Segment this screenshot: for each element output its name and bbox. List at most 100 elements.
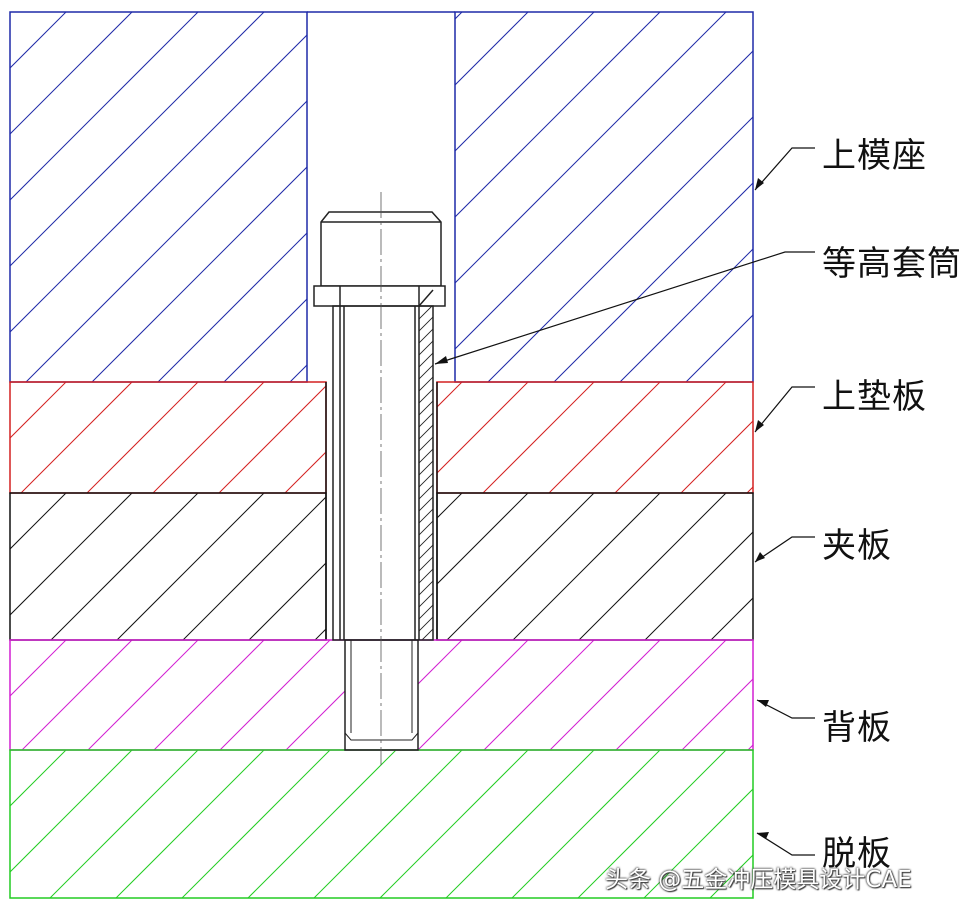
- hatch-line: [650, 306, 960, 640]
- hatch-line: [511, 750, 661, 898]
- hatch-line: [0, 306, 300, 640]
- hatch-line: [247, 750, 397, 898]
- hatch-line: [419, 532, 433, 548]
- hatch-line: [152, 382, 265, 493]
- hatch-line: [902, 306, 960, 640]
- hatch-line: [946, 640, 960, 750]
- hatch-line: [662, 306, 960, 640]
- hatch-line: [680, 382, 753, 493]
- sleeve-flange: [313, 285, 446, 307]
- hatch-line: [419, 424, 433, 440]
- hatch-line: [0, 306, 324, 640]
- hatch-line: [482, 382, 595, 493]
- hatch-line: [512, 493, 661, 640]
- hatch-line: [698, 306, 960, 640]
- hatch-line: [878, 306, 960, 640]
- hatch-line: [434, 306, 768, 640]
- hatch-line: [482, 306, 816, 640]
- hatch-line: [419, 592, 433, 608]
- hatch-line: [115, 750, 265, 898]
- hatch-line: [602, 306, 936, 640]
- hatch-line: [446, 493, 595, 640]
- hatch-line: [830, 306, 960, 640]
- hatch-line: [87, 640, 199, 750]
- hatch-line: [86, 382, 199, 493]
- hatch-line: [614, 306, 948, 640]
- hatch-line: [446, 306, 780, 640]
- hatch-line: [419, 306, 421, 308]
- hatch-line: [470, 306, 804, 640]
- hatch-line: [686, 306, 960, 640]
- hatch-line: [379, 750, 529, 898]
- hatch-line: [578, 306, 912, 640]
- hatch-line: [854, 306, 960, 640]
- leader-arrowheads: [435, 178, 769, 839]
- hatch-line: [0, 306, 240, 640]
- hatch-line: [350, 382, 463, 493]
- hatch-line: [0, 306, 144, 640]
- hatch-line: [419, 484, 433, 500]
- hatch-line: [419, 388, 433, 404]
- sleeve-body: [332, 305, 434, 641]
- hatch-line: [421, 628, 433, 640]
- hatch-line: [722, 306, 960, 640]
- hatch-line: [26, 306, 360, 640]
- hatch-line: [421, 12, 753, 382]
- equal-height-sleeve-bolt: [313, 192, 446, 765]
- hatch-line: [419, 556, 433, 572]
- hatch-line: [181, 750, 331, 898]
- hatch-line: [914, 306, 960, 640]
- hatch-line: [548, 382, 661, 493]
- hatch-line: [50, 493, 199, 640]
- hatch-line: [0, 306, 264, 640]
- hatch-line: [483, 640, 595, 750]
- hatch-line: [10, 750, 67, 807]
- hatch-line: [806, 306, 960, 640]
- back-plate-outline: [9, 639, 754, 751]
- label-upper-pad-plate: 上垫板: [822, 377, 927, 417]
- hatch-line: [0, 306, 228, 640]
- hatch-line: [938, 306, 960, 640]
- hatch-line: [950, 12, 960, 382]
- hatch-line: [746, 306, 960, 640]
- leader-lines: [434, 147, 815, 856]
- hatch-line: [419, 580, 433, 596]
- hatch-line: [21, 640, 133, 750]
- hatch-line: [419, 520, 433, 536]
- hatch-line: [626, 306, 960, 640]
- hatch-line: [91, 12, 463, 382]
- hatch-line: [0, 306, 108, 640]
- hatch-line: [417, 640, 529, 750]
- back-plate-hatch: [10, 640, 960, 750]
- hatch-line: [685, 12, 753, 382]
- upper-pad-plate-hatch: [10, 382, 753, 493]
- hatch-line: [458, 306, 792, 640]
- hatch-line: [909, 493, 960, 640]
- hatch-line: [50, 306, 384, 640]
- hatch-line: [14, 306, 348, 640]
- hatch-line: [313, 750, 463, 898]
- hatch-line: [223, 12, 595, 382]
- hatch-line: [782, 306, 960, 640]
- hatch-line: [0, 306, 60, 640]
- hatch-line: [10, 12, 133, 382]
- hatch-line: [615, 640, 727, 750]
- hatch-line: [0, 306, 24, 640]
- hatch-line: [710, 306, 960, 640]
- hatch-line: [758, 306, 960, 640]
- hatch-line: [20, 382, 133, 493]
- hatch-line: [794, 306, 960, 640]
- hatch-line: [314, 493, 463, 640]
- hatch-line: [0, 306, 120, 640]
- bolt-thread: [344, 639, 419, 751]
- upper-die-seat-outline: [9, 11, 754, 383]
- hatch-line: [866, 306, 960, 640]
- hatch-line: [0, 306, 36, 640]
- hatch-line: [578, 493, 727, 640]
- label-upper-die-seat: 上模座: [822, 136, 927, 176]
- upper-die-seat-hatch: [10, 12, 960, 382]
- label-clamp-plate: 夹板: [822, 526, 892, 566]
- hatch-line: [494, 306, 828, 640]
- hatch-line: [157, 12, 529, 382]
